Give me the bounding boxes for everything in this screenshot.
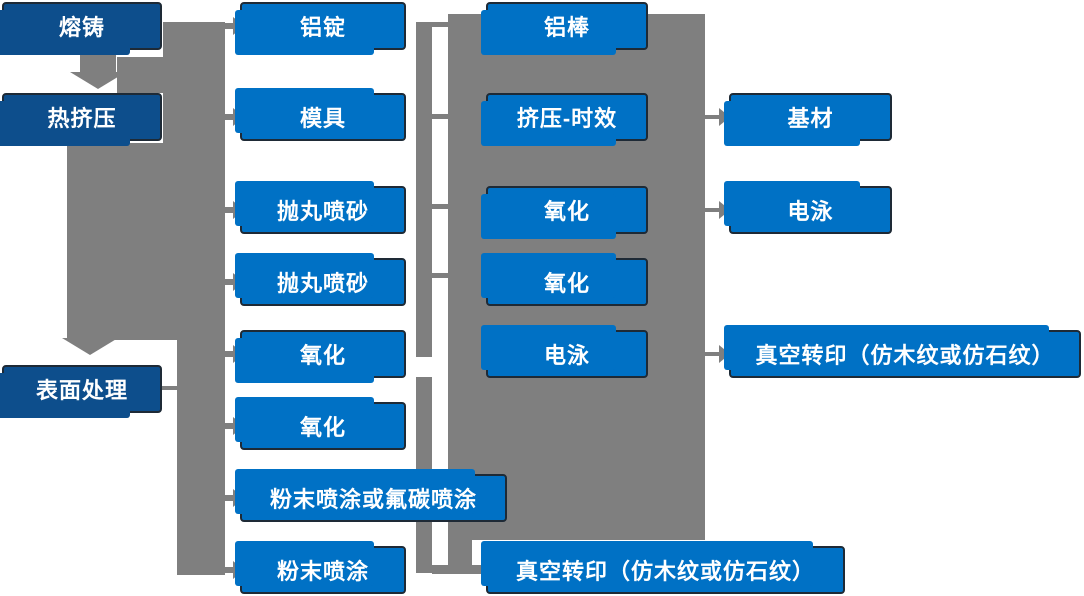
node-oxidation-c3-2: 氧化	[481, 253, 648, 306]
connector-mid-bar-upper	[416, 22, 432, 357]
node-oxidation-c2-1: 氧化	[235, 330, 406, 383]
node-aluminum-rod: 铝棒	[481, 2, 648, 55]
connector-result-line	[705, 208, 721, 212]
connector-mid-stub	[432, 22, 448, 27]
node-powder-or-fluorocarbon-coating: 粉末喷涂或氟碳喷涂	[235, 469, 507, 522]
connector-stub	[225, 207, 233, 213]
node-oxidation-c2-2: 氧化	[235, 397, 406, 450]
node-shot-blasting-1: 抛丸喷砂	[235, 181, 406, 234]
connector-mid-stub	[432, 114, 448, 119]
connector-left-bar-bottom	[177, 338, 225, 575]
node-hot-extrusion: 热挤压	[0, 93, 162, 146]
connector-stub	[225, 351, 233, 357]
node-aluminum-ingot: 铝锭	[235, 2, 406, 55]
down-arrowhead-icon	[70, 72, 126, 89]
connector-result-line	[705, 115, 721, 119]
connector-mid-stub	[432, 204, 448, 209]
node-mold: 模具	[235, 88, 406, 141]
node-base-material: 基材	[724, 93, 892, 146]
down-arrowhead-icon	[62, 338, 118, 355]
node-electrophoresis-c3: 电泳	[481, 325, 648, 378]
node-vacuum-transfer-c3: 真空转印（仿木纹或仿石纹）	[481, 541, 845, 594]
connector-surface-treatment-link	[162, 386, 178, 390]
connector-stub	[225, 423, 233, 429]
node-electrophoresis-c4: 电泳	[724, 181, 892, 234]
node-extrusion-aging: 挤压-时效	[481, 93, 648, 146]
connector-left-block	[67, 143, 225, 340]
connector-to-vacuum-transfer	[432, 565, 488, 574]
node-powder-coating: 粉末喷涂	[235, 541, 406, 594]
connector-stub	[225, 23, 233, 29]
node-vacuum-transfer-c4: 真空转印（仿木纹或仿石纹）	[724, 325, 1081, 378]
connector-stub	[225, 114, 233, 120]
connector-mid-stub	[432, 273, 448, 278]
connector-stub	[225, 567, 233, 573]
node-oxidation-c3-1: 氧化	[481, 186, 648, 239]
connector-left-bar-top	[163, 22, 225, 143]
node-melting-casting: 熔铸	[0, 2, 162, 55]
connector-stub	[225, 279, 233, 285]
connector-result-line	[705, 352, 721, 356]
node-surface-treatment: 表面处理	[0, 365, 162, 418]
node-shot-blasting-2: 抛丸喷砂	[235, 253, 406, 306]
connector-stub	[225, 495, 233, 501]
